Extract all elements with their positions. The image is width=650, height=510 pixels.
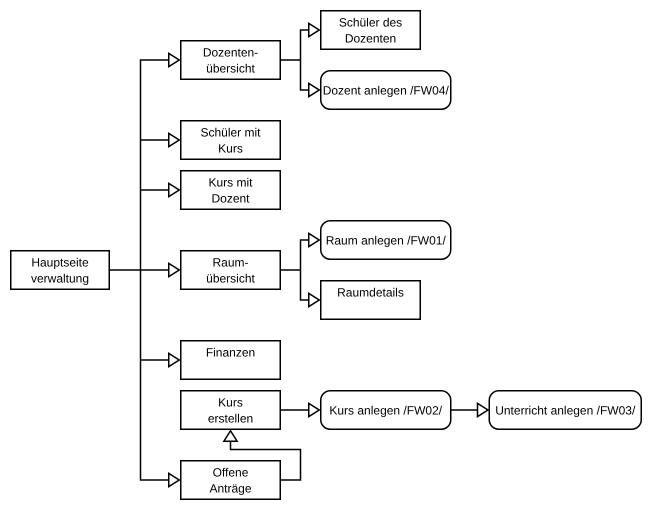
svg-text:Dozenten: Dozenten xyxy=(345,32,396,46)
svg-text:Raum anlegen /FW01/: Raum anlegen /FW01/ xyxy=(326,233,447,247)
svg-text:Unterricht anlegen /FW03/: Unterricht anlegen /FW03/ xyxy=(495,403,636,417)
svg-text:erstellen: erstellen xyxy=(208,412,253,426)
svg-text:Kurs mit: Kurs mit xyxy=(208,176,253,190)
svg-text:Dozent anlegen /FW04/: Dozent anlegen /FW04/ xyxy=(323,83,450,97)
svg-text:Dozent: Dozent xyxy=(211,192,250,206)
svg-text:Offene: Offene xyxy=(213,466,249,480)
svg-text:Schüler mit: Schüler mit xyxy=(200,126,261,140)
svg-text:Kurs: Kurs xyxy=(218,142,243,156)
svg-text:Raumdetails: Raumdetails xyxy=(337,286,404,300)
svg-text:Kurs anlegen /FW02/: Kurs anlegen /FW02/ xyxy=(329,403,442,417)
svg-text:Hauptseite: Hauptseite xyxy=(31,256,89,270)
svg-text:Dozenten-: Dozenten- xyxy=(203,46,258,60)
svg-text:Raum-: Raum- xyxy=(212,256,248,270)
svg-text:Anträge: Anträge xyxy=(209,482,251,496)
svg-text:verwaltung: verwaltung xyxy=(31,272,89,286)
svg-text:übersicht: übersicht xyxy=(206,62,255,76)
svg-text:übersicht: übersicht xyxy=(206,272,255,286)
svg-text:Kurs: Kurs xyxy=(218,396,243,410)
svg-text:Schüler des: Schüler des xyxy=(339,16,402,30)
svg-text:Finanzen: Finanzen xyxy=(206,346,255,360)
